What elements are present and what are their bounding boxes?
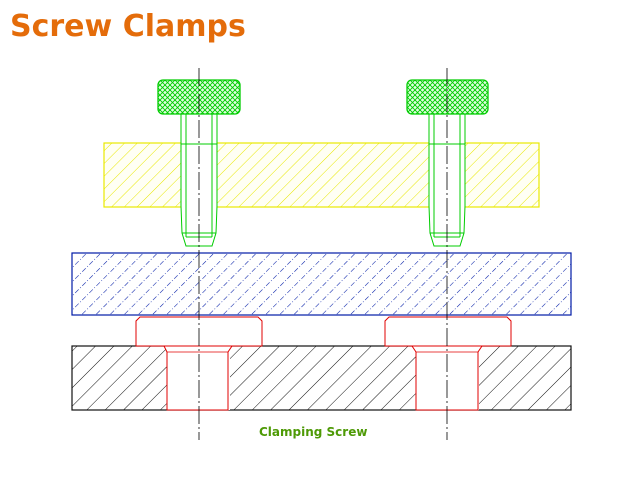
- locator-pad-right: [384, 316, 512, 411]
- clamping-screw-right: [406, 79, 489, 247]
- diagram-caption: Clamping Screw: [259, 425, 368, 439]
- slide-title: Screw Clamps: [10, 9, 246, 44]
- locator-pad-left: [135, 316, 263, 411]
